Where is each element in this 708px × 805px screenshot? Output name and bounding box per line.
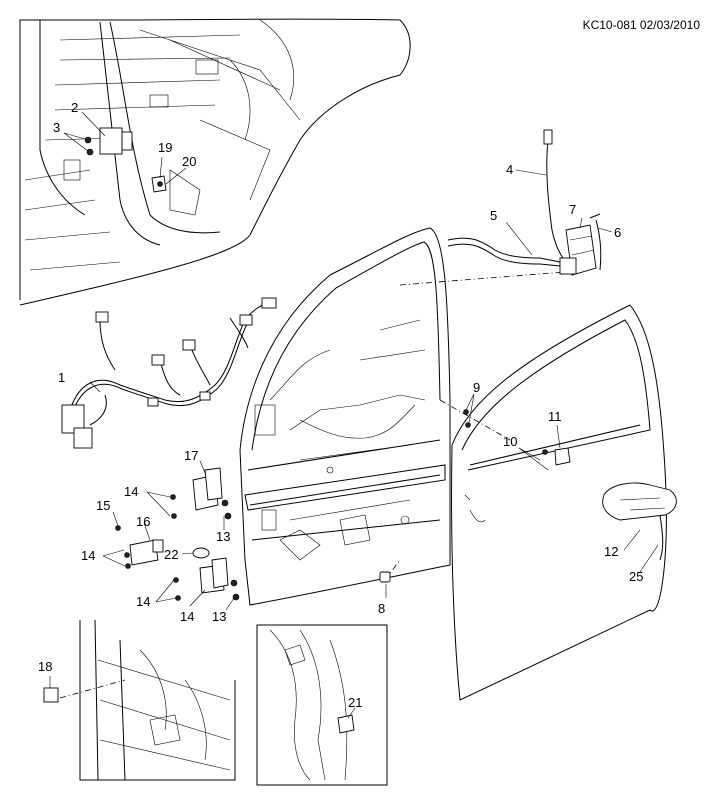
callout-21: 19 bbox=[158, 140, 173, 155]
wiring-harness-illustration bbox=[61, 297, 277, 449]
callout-11: 11 bbox=[548, 409, 562, 424]
callout-8: 8 bbox=[378, 601, 386, 616]
callout-13-lower: 13 bbox=[212, 609, 227, 624]
callout-23: 21 bbox=[348, 695, 363, 710]
callout-9: 9 bbox=[473, 380, 481, 395]
door-hinges-illustration bbox=[115, 409, 471, 601]
lower-left-detail-illustration bbox=[43, 619, 236, 781]
callout-12: 12 bbox=[604, 544, 619, 559]
callout-10: 10 bbox=[503, 434, 518, 449]
callout-14-upper: 14 bbox=[124, 484, 139, 499]
callout-7: 7 bbox=[569, 202, 577, 217]
callout-22: 20 bbox=[182, 154, 197, 169]
callout-17: 15 bbox=[96, 498, 111, 513]
callout-19: 17 bbox=[184, 448, 199, 463]
inner-door-frame-illustration bbox=[239, 227, 591, 606]
inset-detail-box bbox=[256, 624, 388, 786]
outer-door-panel-illustration bbox=[451, 304, 677, 701]
callout-4: 4 bbox=[506, 162, 514, 177]
callout-25: 25 bbox=[629, 569, 644, 584]
latch-assembly-illustration bbox=[447, 129, 602, 276]
callout-24: 22 bbox=[164, 547, 179, 562]
callout-20: 18 bbox=[38, 659, 53, 674]
callout-3: 3 bbox=[53, 120, 61, 135]
callout-14-lower: 14 bbox=[136, 594, 151, 609]
callout-1: 1 bbox=[58, 370, 66, 385]
callout-5: 5 bbox=[490, 208, 498, 223]
callout-18: 16 bbox=[136, 514, 151, 529]
document-code: KC10-081 02/03/2010 bbox=[582, 18, 700, 32]
callout-6: 6 bbox=[614, 225, 622, 240]
callout-16: 14 bbox=[81, 548, 96, 563]
callout-15: 14 bbox=[180, 609, 195, 624]
body-pillar-illustration bbox=[19, 18, 411, 306]
callout-13-upper: 13 bbox=[216, 529, 231, 544]
callout-leader-lines bbox=[49, 111, 659, 719]
callout-2: 2 bbox=[71, 100, 79, 115]
